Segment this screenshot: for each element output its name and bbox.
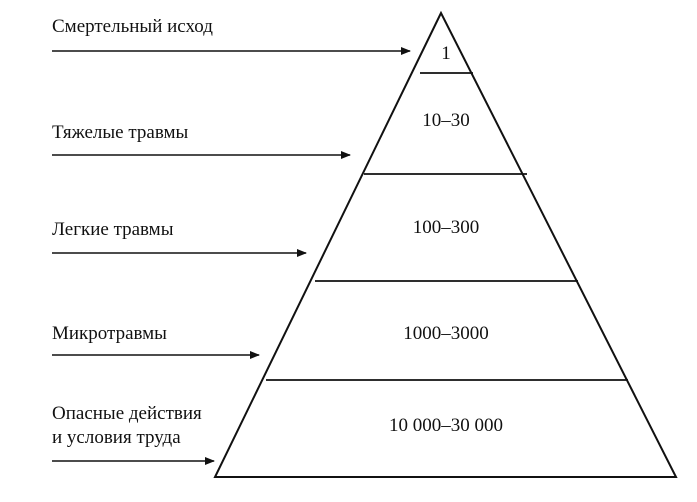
- level-label-hazardous-actions-line1: Опасные действия: [52, 403, 202, 424]
- level-value-microtraumas: 1000–3000: [403, 323, 489, 344]
- level-value-hazardous-actions: 10 000–30 000: [389, 415, 503, 436]
- level-label-light-injuries: Легкие травмы: [52, 219, 174, 240]
- level-value-light-injuries: 100–300: [413, 217, 480, 238]
- level-label-severe-injuries: Тяжелые травмы: [52, 122, 189, 143]
- level-value-fatal: 1: [441, 43, 451, 64]
- pyramid-outline: [213, 10, 678, 478]
- level-label-fatal: Смертельный исход: [52, 16, 213, 37]
- level-label-microtraumas: Микротравмы: [52, 323, 167, 344]
- level-label-hazardous-actions-line2: и условия труда: [52, 427, 181, 448]
- level-value-severe-injuries: 10–30: [422, 110, 470, 131]
